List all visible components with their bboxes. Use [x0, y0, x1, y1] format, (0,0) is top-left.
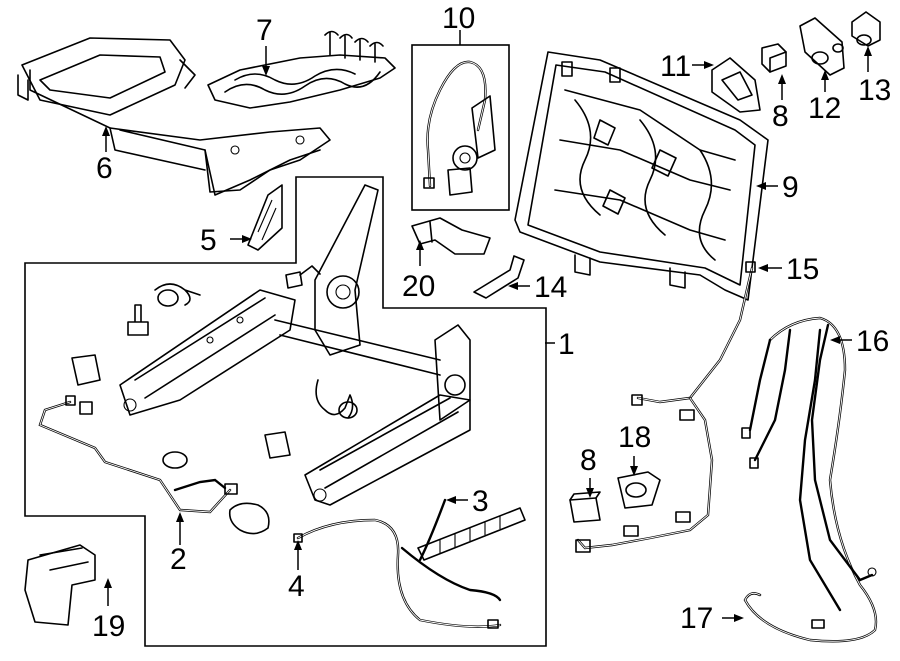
lumbar-motor-part — [423, 60, 496, 196]
handle-part-14 — [473, 255, 525, 299]
seat-back-frame-part — [514, 51, 769, 301]
callout-10: 10 — [442, 2, 475, 35]
trim-part-5 — [247, 184, 283, 251]
callout-17: 17 — [680, 602, 713, 635]
callout-3: 3 — [472, 485, 489, 518]
seat-track-assembly — [71, 184, 471, 535]
callout-2: 2 — [170, 543, 187, 576]
hinge-cover-part-12 — [799, 17, 845, 76]
cable-part-4 — [293, 518, 502, 629]
seat-frame-part — [17, 37, 331, 196]
callout-4: 4 — [288, 570, 305, 603]
callout-18: 18 — [618, 421, 651, 454]
harness-part-15 — [575, 261, 756, 553]
callout-labels: 1 2 3 4 5 6 7 8 8 9 10 11 12 13 14 15 16… — [92, 2, 891, 643]
leader-lines — [102, 30, 872, 622]
callout-12: 12 — [808, 92, 841, 125]
callout-14: 14 — [534, 271, 567, 304]
callout-16: 16 — [856, 325, 889, 358]
callout-7: 7 — [256, 14, 273, 47]
callout-9: 9 — [782, 171, 799, 204]
callout-19: 19 — [92, 610, 125, 643]
clip-part-8-top — [761, 43, 787, 73]
callout-15: 15 — [786, 253, 819, 286]
clip-part-8-lower — [569, 491, 601, 523]
cover-part-19 — [24, 544, 96, 626]
seat-spring-part — [207, 30, 396, 109]
group-1-outline — [24, 176, 547, 647]
cover-part-20 — [411, 217, 491, 255]
callout-8-lower: 8 — [580, 444, 597, 477]
cap-part-13 — [851, 11, 881, 47]
callout-13: 13 — [858, 74, 891, 107]
callout-5: 5 — [200, 224, 217, 257]
actuator-part-3 — [417, 498, 526, 562]
harness-part-16 — [741, 316, 878, 643]
callout-6: 6 — [96, 152, 113, 185]
group-10-outline — [411, 44, 510, 211]
sensor-part-18 — [617, 471, 661, 509]
harness-part-2 — [38, 395, 238, 514]
hinge-cover-part-11 — [711, 57, 761, 113]
callout-20: 20 — [402, 270, 435, 303]
callout-11: 11 — [660, 50, 691, 83]
callout-1: 1 — [558, 328, 575, 361]
callout-8-top: 8 — [772, 100, 789, 133]
